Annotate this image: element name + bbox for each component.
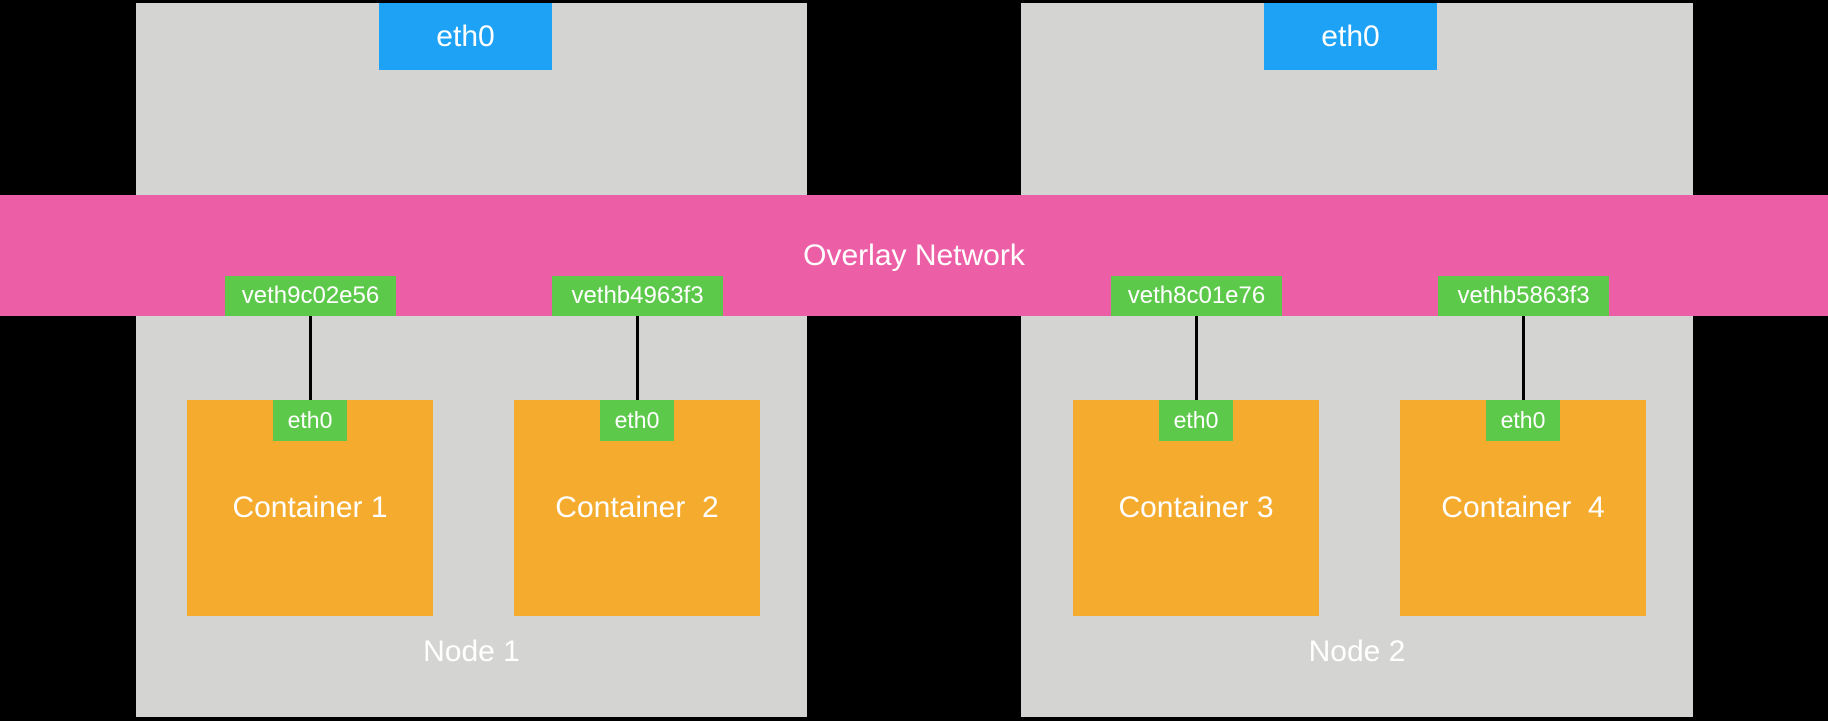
veth-label-container-3: veth8c01e76 bbox=[1111, 276, 1282, 316]
connector-line-container-3 bbox=[1195, 316, 1198, 400]
node-2-eth0-label: eth0 bbox=[1321, 19, 1380, 53]
container-2-title: Container 2 bbox=[555, 491, 719, 524]
node-1-eth0-box: eth0 bbox=[379, 3, 552, 70]
connector-line-container-4 bbox=[1522, 316, 1525, 400]
container-2-eth0-box: eth0 bbox=[600, 400, 674, 441]
overlay-network-label: Overlay Network bbox=[803, 238, 1025, 272]
container-1-eth0-box: eth0 bbox=[273, 400, 347, 441]
veth-label-container-1: veth9c02e56 bbox=[225, 276, 396, 316]
connector-line-container-2 bbox=[636, 316, 639, 400]
connector-line-container-1 bbox=[309, 316, 312, 400]
container-4-eth0-label: eth0 bbox=[1500, 407, 1546, 433]
container-3-box: eth0 Container 3 bbox=[1073, 400, 1319, 616]
veth-label-container-4: vethb5863f3 bbox=[1438, 276, 1609, 316]
container-1-eth0-label: eth0 bbox=[287, 407, 333, 433]
node-2-eth0-box: eth0 bbox=[1264, 3, 1437, 70]
container-3-eth0-box: eth0 bbox=[1159, 400, 1233, 441]
veth-label-container-2: vethb4963f3 bbox=[552, 276, 723, 316]
container-4-title: Container 4 bbox=[1441, 491, 1605, 524]
container-2-box: eth0 Container 2 bbox=[514, 400, 760, 616]
container-1-box: eth0 Container 1 bbox=[187, 400, 433, 616]
node-1-eth0-label: eth0 bbox=[436, 19, 495, 53]
node-2-label: Node 2 bbox=[1308, 635, 1406, 668]
container-3-eth0-label: eth0 bbox=[1173, 407, 1219, 433]
container-1-title: Container 1 bbox=[232, 491, 388, 524]
node-1-label: Node 1 bbox=[423, 635, 520, 668]
container-3-title: Container 3 bbox=[1118, 491, 1274, 524]
container-4-eth0-box: eth0 bbox=[1486, 400, 1560, 441]
container-4-box: eth0 Container 4 bbox=[1400, 400, 1646, 616]
container-2-eth0-label: eth0 bbox=[614, 407, 660, 433]
